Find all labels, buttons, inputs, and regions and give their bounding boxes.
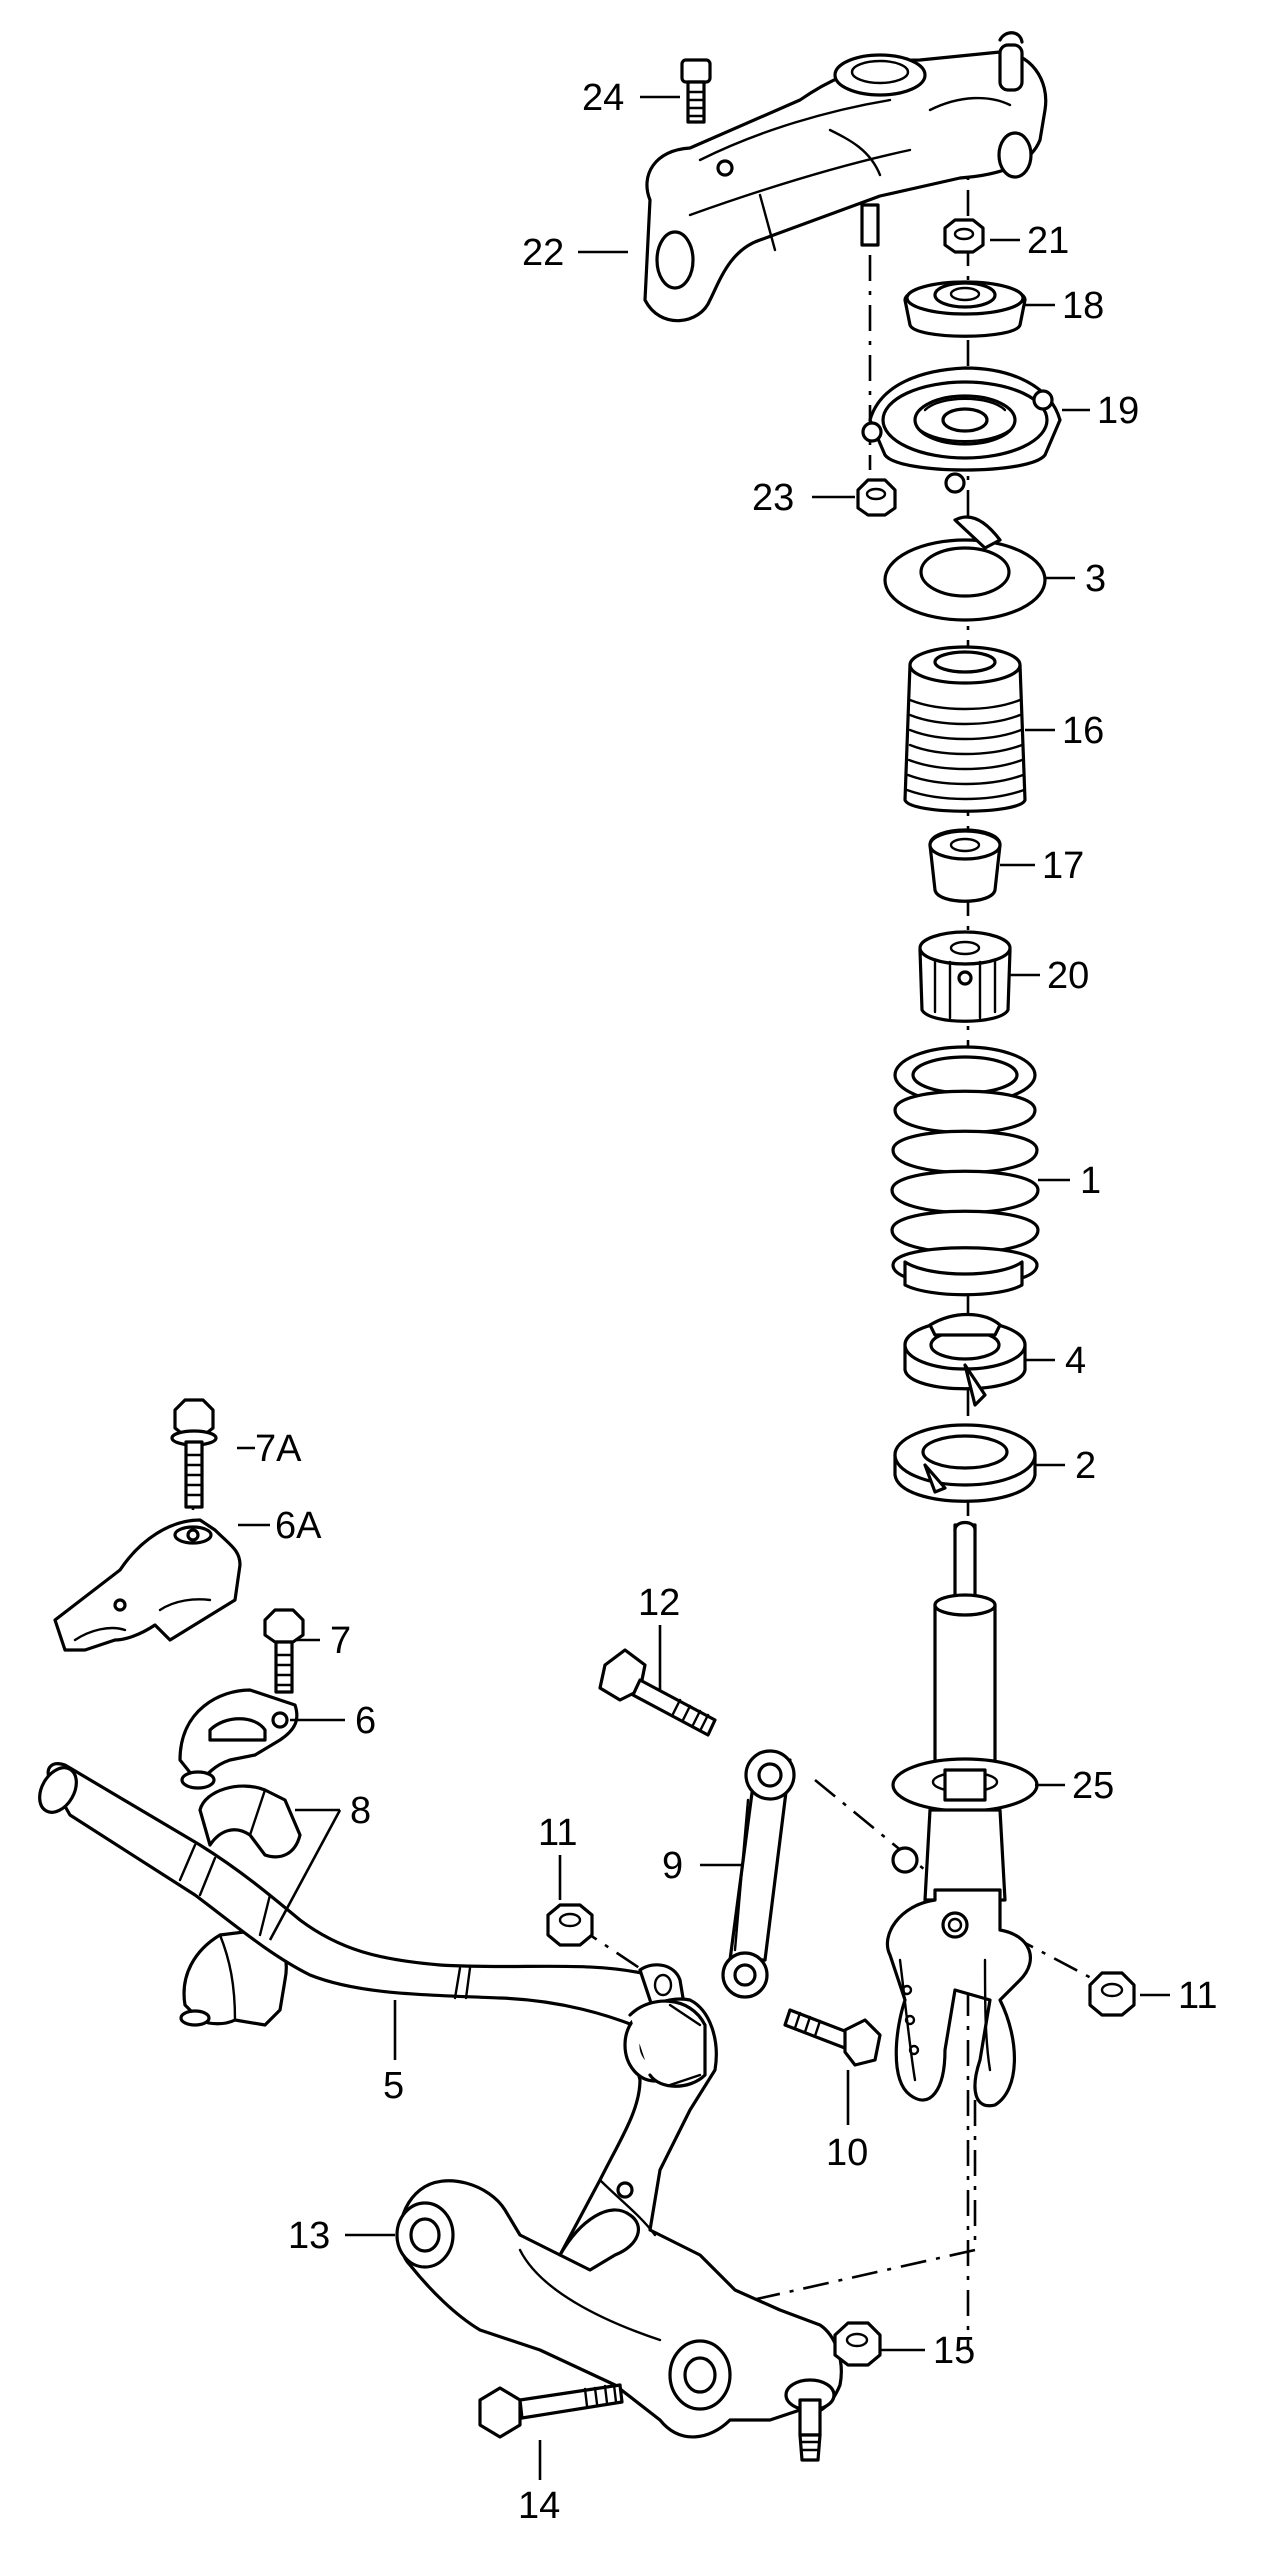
coil-spring-1 — [890, 1045, 1040, 1297]
callout-13: 13 — [288, 2215, 330, 2257]
bolt-24 — [680, 58, 712, 124]
callout-8: 8 — [350, 1790, 371, 1832]
callout-11-right: 11 — [1178, 1975, 1217, 2017]
shock-absorber-25 — [885, 1520, 1039, 2108]
stabilizer-link-9 — [721, 1749, 796, 1999]
stabilizer-bar-5 — [38, 1762, 687, 2033]
callout-10: 10 — [826, 2132, 868, 2174]
strut-mount-bracket-22 — [643, 31, 1048, 323]
callout-6a: 6A — [275, 1505, 322, 1547]
leader-lines — [237, 95, 1170, 2480]
callout-19: 19 — [1097, 390, 1139, 432]
callout-23: 23 — [752, 477, 794, 519]
bearing-18 — [903, 280, 1027, 338]
callout-22: 22 — [522, 232, 564, 274]
bolt-14 — [478, 2383, 624, 2439]
nut-15 — [833, 2321, 882, 2367]
callout-7a: 7A — [255, 1428, 302, 1470]
clamp-bracket-6a — [53, 1518, 242, 1652]
clamp-6 — [178, 1688, 299, 1790]
callout-15: 15 — [933, 2330, 975, 2372]
bump-stop-17 — [928, 828, 1002, 903]
lower-control-arm-13 — [395, 1997, 843, 2462]
lower-spring-seat-2 — [893, 1423, 1037, 1503]
callout-18: 18 — [1062, 285, 1104, 327]
callout-11-left: 11 — [538, 1812, 577, 1854]
bolt-7a — [170, 1398, 218, 1509]
callout-5: 5 — [383, 2065, 404, 2107]
nut-11-left — [546, 1903, 594, 1947]
nut-11-right — [1088, 1971, 1136, 2017]
callout-16: 16 — [1062, 710, 1104, 752]
knuckle-to-arm-axis — [718, 2100, 977, 2401]
callout-21: 21 — [1027, 220, 1069, 262]
strut-mount-19 — [861, 366, 1062, 494]
callout-2: 2 — [1075, 1445, 1096, 1487]
callout-3: 3 — [1085, 558, 1106, 600]
callout-7: 7 — [330, 1620, 351, 1662]
dust-boot-16 — [903, 645, 1027, 813]
callout-9: 9 — [662, 1845, 683, 1887]
bolt-7 — [263, 1608, 305, 1694]
bushing-8-upper — [198, 1784, 302, 1859]
callout-6: 6 — [355, 1700, 376, 1742]
bolt-12 — [598, 1648, 717, 1737]
callout-25: 25 — [1072, 1765, 1114, 1807]
bolt-10 — [783, 2008, 882, 2067]
spring-pad-4 — [903, 1312, 1027, 1407]
callout-24: 24 — [582, 77, 624, 119]
callout-20: 20 — [1047, 955, 1089, 997]
upper-spring-seat-3 — [883, 515, 1047, 622]
protective-sleeve-20 — [918, 930, 1012, 1023]
callout-12: 12 — [638, 1582, 680, 1624]
callout-4: 4 — [1065, 1340, 1086, 1382]
callout-14: 14 — [518, 2485, 560, 2527]
callout-17: 17 — [1042, 845, 1084, 887]
nut-23 — [856, 478, 897, 517]
callout-1: 1 — [1080, 1160, 1101, 1202]
nut-21 — [943, 218, 985, 254]
